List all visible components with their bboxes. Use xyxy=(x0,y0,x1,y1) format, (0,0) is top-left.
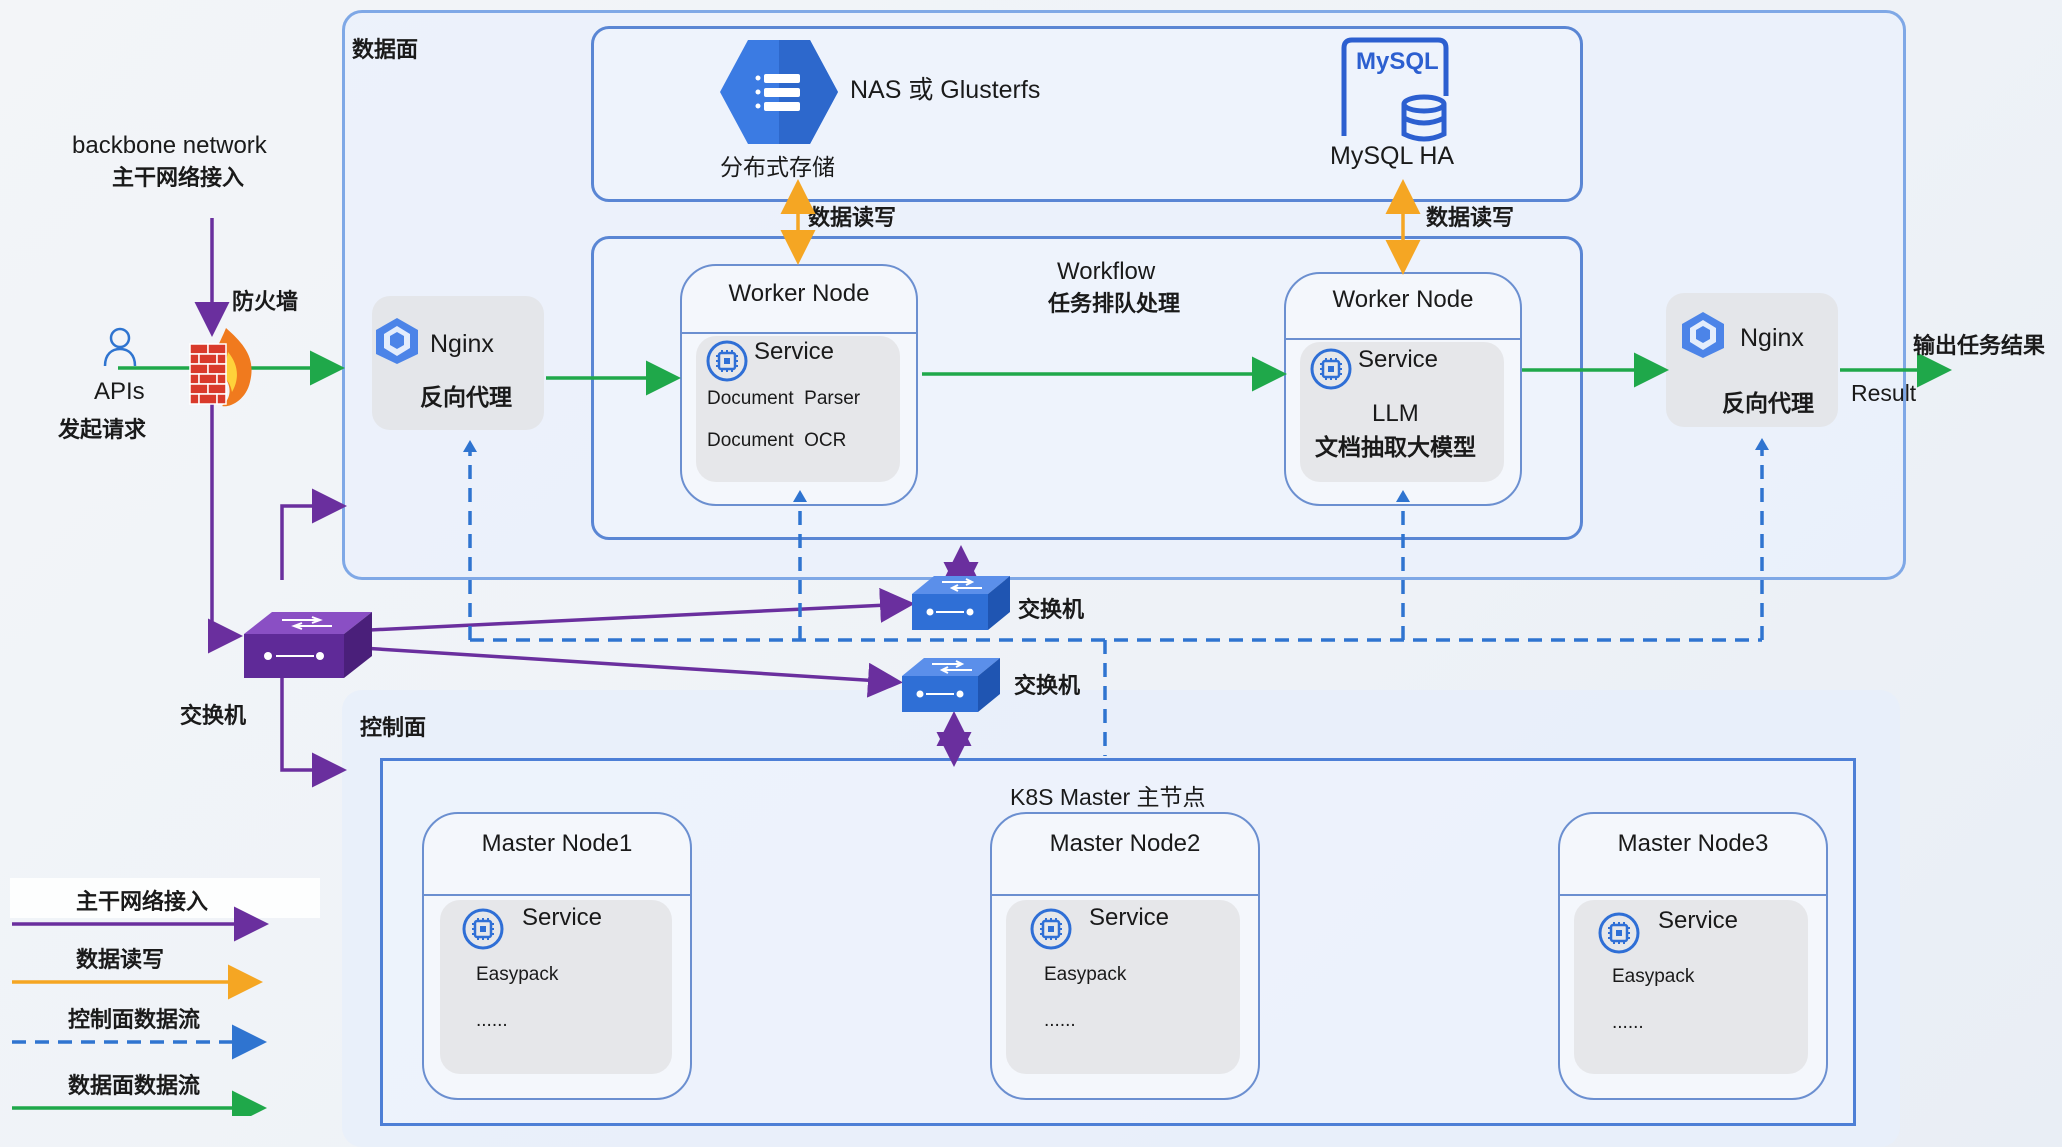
nginx-egress-icon xyxy=(1682,312,1724,358)
service-chip-icon xyxy=(462,908,504,950)
master-node-1-divider xyxy=(424,894,690,896)
control-arrowhead xyxy=(463,440,477,452)
mysql-database-icon xyxy=(1341,37,1449,142)
master-node-1-line2: ...... xyxy=(476,1010,508,1031)
worker-node-1-line1: Document Parser xyxy=(707,388,861,409)
switch-left-icon xyxy=(244,612,372,678)
distributed-storage-icon xyxy=(720,40,838,144)
master-node-3-title: Master Node3 xyxy=(1617,830,1769,857)
workflow-desc: 任务排队处理 xyxy=(1048,291,1181,316)
firewall-icon xyxy=(189,328,252,407)
master-node-3-divider xyxy=(1560,894,1826,896)
nas-title: NAS 或 Glusterfs xyxy=(850,76,1041,104)
nginx-ingress-name: Nginx xyxy=(430,330,494,358)
worker-node-1-title: Worker Node xyxy=(728,280,870,307)
nginx-egress-name: Nginx xyxy=(1740,324,1804,352)
master-node-1-line1: Easypack xyxy=(476,964,559,985)
worker-node-1-divider xyxy=(682,332,916,334)
switch-top-icon xyxy=(912,576,1010,630)
output-cn-label: 输出任务结果 xyxy=(1913,333,2046,358)
legend-item-rw-label: 数据读写 xyxy=(76,947,165,972)
master-node-2-divider xyxy=(992,894,1258,896)
legend-item-control-label: 控制面数据流 xyxy=(68,1007,201,1032)
legend-item-data-label: 数据面数据流 xyxy=(68,1073,201,1098)
master-node-1-service-label: Service xyxy=(522,904,603,931)
nginx-egress-desc: 反向代理 xyxy=(1722,390,1814,416)
nginx-ingress-desc: 反向代理 xyxy=(420,384,512,410)
master-node-3-service-label: Service xyxy=(1658,907,1739,934)
rw-label-right: 数据读写 xyxy=(1426,205,1515,230)
worker-node-2-service-label: Service xyxy=(1358,346,1439,373)
k8s-master-title: K8S Master 主节点 xyxy=(1010,784,1206,810)
legend: 主干网络接入 数据读写 控制面数据流 数据面数据流 xyxy=(10,876,320,1116)
workflow-title: Workflow xyxy=(1057,258,1156,285)
master-node-2-line2: ...... xyxy=(1044,1010,1076,1031)
master-node-2-title: Master Node2 xyxy=(1049,830,1201,857)
mysql-logo-text: MySQL xyxy=(1356,48,1439,75)
control-arrowhead xyxy=(1396,490,1410,502)
nginx-egress-card xyxy=(1666,293,1838,427)
service-chip-icon xyxy=(706,340,748,382)
master-node-2-service-label: Service xyxy=(1089,904,1170,931)
switch-bottom-icon xyxy=(902,658,1000,712)
mysql-label: MySQL HA xyxy=(1330,142,1455,170)
worker-node-2-line1: LLM xyxy=(1372,400,1419,427)
backbone-to-data-plane xyxy=(280,488,347,580)
apis-label: APIs xyxy=(94,378,145,405)
master-node-2-line1: Easypack xyxy=(1044,964,1127,985)
switch-bottom-label: 交换机 xyxy=(1014,673,1081,698)
control-arrowhead xyxy=(793,490,807,502)
backbone-cn-label: 主干网络接入 xyxy=(112,165,245,190)
master-node-3-service xyxy=(1574,900,1808,1074)
user-icon xyxy=(103,327,137,367)
switch-top-label: 交换机 xyxy=(1018,597,1085,622)
master-node-2-service xyxy=(1006,900,1240,1074)
data-plane-label: 数据面 xyxy=(352,37,419,62)
nas-label: 分布式存储 xyxy=(720,154,835,180)
rw-label-left: 数据读写 xyxy=(808,205,897,230)
worker-node-1-service-label: Service xyxy=(754,338,835,365)
switch-left-label: 交换机 xyxy=(180,703,247,728)
worker-node-1-line2: Document OCR xyxy=(707,430,847,451)
backbone-en-label: backbone network xyxy=(72,132,267,159)
legend-item-backbone-label: 主干网络接入 xyxy=(76,889,209,914)
master-node-1-service xyxy=(440,900,672,1074)
control-arrowhead xyxy=(1755,438,1769,450)
worker-node-2-service xyxy=(1300,342,1504,482)
master-node-3-line2: ...... xyxy=(1612,1012,1644,1033)
backbone-down-line xyxy=(208,400,243,654)
firewall-label: 防火墙 xyxy=(232,289,299,314)
apis-desc-label: 发起请求 xyxy=(58,417,147,442)
worker-node-2-line2: 文档抽取大模型 xyxy=(1315,434,1476,460)
backbone-to-switch-bottom xyxy=(361,646,903,698)
master-node-1-title: Master Node1 xyxy=(481,830,633,857)
legend-lines xyxy=(12,906,269,1116)
service-chip-icon xyxy=(1310,348,1352,390)
backbone-to-control-plane xyxy=(280,662,347,788)
control-plane-label: 控制面 xyxy=(360,715,427,740)
nginx-ingress-icon xyxy=(376,318,418,364)
nginx-ingress-card xyxy=(372,296,544,430)
service-chip-icon xyxy=(1030,908,1072,950)
service-chip-icon xyxy=(1598,912,1640,954)
output-en-label: Result xyxy=(1851,380,1917,406)
backbone-to-switch-top xyxy=(369,587,915,632)
master-node-3-line1: Easypack xyxy=(1612,966,1695,987)
worker-node-2-divider xyxy=(1286,338,1520,340)
worker-node-2-title: Worker Node xyxy=(1332,286,1474,313)
